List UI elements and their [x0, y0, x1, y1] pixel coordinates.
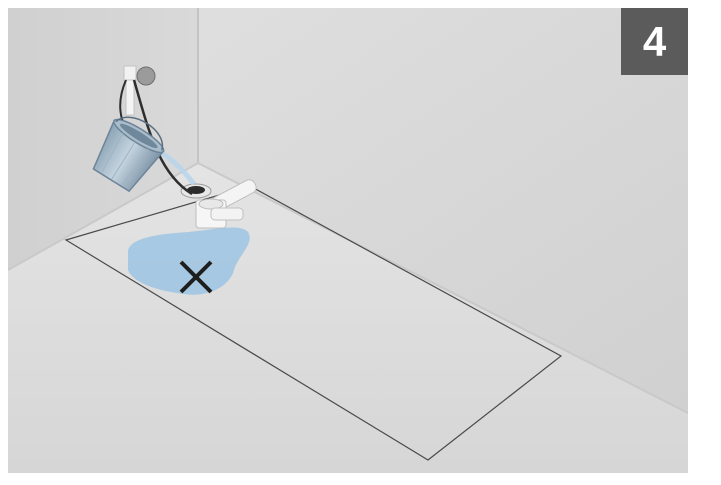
installation-scene: [8, 8, 688, 473]
step-number-badge: 4: [621, 8, 688, 75]
illustration-frame: 4: [8, 8, 688, 473]
